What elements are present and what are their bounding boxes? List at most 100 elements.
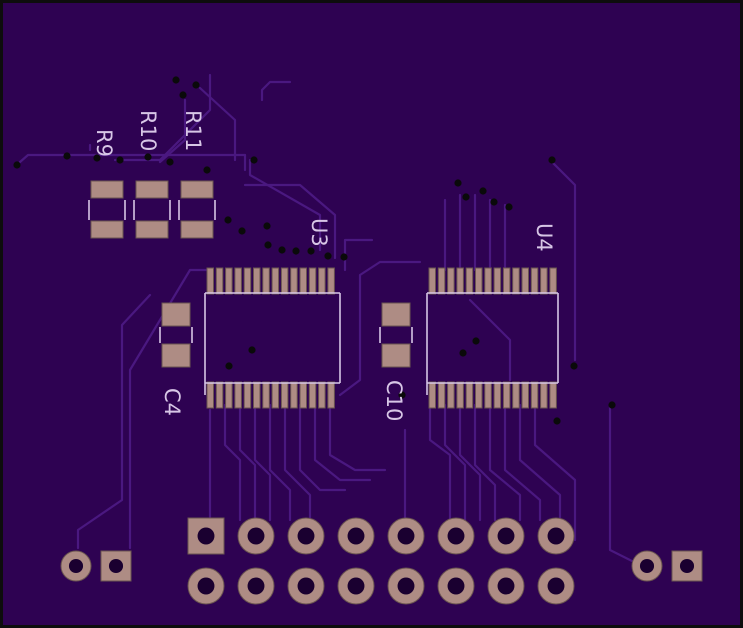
right-connector-pin-drill [639,558,655,574]
copper-trace [298,403,347,492]
u4-pin-top [530,267,539,295]
u4-pin-bottom [540,381,548,409]
copper-trace [253,403,272,522]
header-pin-bottom-drill [547,577,565,595]
via [264,241,272,249]
label-r11: R11 [181,110,205,151]
via [144,153,152,161]
u4-pin-bottom [437,381,446,409]
via [324,252,332,260]
header-pin-bottom-drill [297,577,315,595]
u3-pin-bottom [299,381,307,409]
copper-trace [473,403,497,522]
u3-pin-top [280,267,289,295]
r9-pad-top [90,180,124,199]
via [179,91,187,99]
label-c10: C10 [382,380,406,421]
label-u4: U4 [532,223,556,252]
u3-pin-bottom [271,381,280,409]
u4-pin-bottom [502,381,511,409]
header-pin-bottom-drill [197,577,215,595]
u3-pin-top [290,267,298,295]
via [192,81,200,89]
copper-trace [338,260,422,397]
copper-trace [313,403,372,482]
copper-trace [76,293,152,550]
copper-trace [198,86,237,162]
via [203,166,211,174]
left-connector-pin-square-drill [108,558,124,574]
u4-pin-top [549,267,557,295]
copper-trace [458,403,482,522]
u4-pin-top [437,267,446,295]
left-connector-pin-drill [68,558,84,574]
u3-pin-bottom [308,381,317,409]
u4-pin-top [428,267,436,295]
header-pin-top-drill [497,527,515,545]
u3-pin-bottom [234,381,242,409]
via [248,346,256,354]
r10-pad-bottom [135,220,169,239]
copper-trace [468,298,512,382]
u3-pin-top [327,267,335,295]
c4-pad-top [161,302,191,327]
via [166,158,174,166]
header-pin-top-drill [247,527,265,545]
copper-trace [268,403,292,522]
copper-trace [283,403,312,522]
via [608,401,616,409]
copper-trace [328,403,387,472]
header-pin-top-drill [547,527,565,545]
via [172,76,180,84]
header-pin-top-drill [297,527,315,545]
via [93,154,101,162]
via [13,161,21,169]
u4-pin-top [493,267,502,295]
via [292,247,300,255]
header-pin-bottom-drill [397,577,415,595]
header-pin-top-drill [197,527,215,545]
u3-pin-top [206,267,214,295]
copper-trace [248,158,322,252]
u4-pin-bottom [447,381,455,409]
u3-pin-top [253,267,261,295]
component-pads [90,180,557,409]
u3-pin-bottom [262,381,270,409]
via [479,187,487,195]
via [63,152,71,160]
copper-trace [243,183,337,260]
silkscreen-outlines [88,200,559,395]
u3-pin-top [215,267,224,295]
via [307,247,315,255]
u3-pin-top [299,267,307,295]
u3-pin-bottom [215,381,224,409]
u4-pin-top [475,267,483,295]
via [459,349,467,357]
via [278,246,286,254]
via [340,253,348,261]
header-pin-bottom-drill [447,577,465,595]
u4-pin-top [484,267,492,295]
label-c4: C4 [160,388,184,416]
u4-pin-bottom [512,381,520,409]
u3-pin-bottom [225,381,233,409]
u4-pin-top [502,267,511,295]
header-pin-bottom-drill [347,577,365,595]
via [490,198,498,206]
u3-pin-top [225,267,233,295]
via [462,193,470,201]
u4-pin-top [521,267,529,295]
copper-trace [550,160,577,362]
u3-pin-bottom [253,381,261,409]
copper-trace [503,403,542,522]
u4-pin-bottom [549,381,557,409]
header-pin-bottom-drill [247,577,265,595]
u4-pin-bottom [493,381,502,409]
u3-pin-bottom [290,381,298,409]
via [505,203,513,211]
header-holes [60,517,703,605]
c4-pad-bottom [161,343,191,368]
